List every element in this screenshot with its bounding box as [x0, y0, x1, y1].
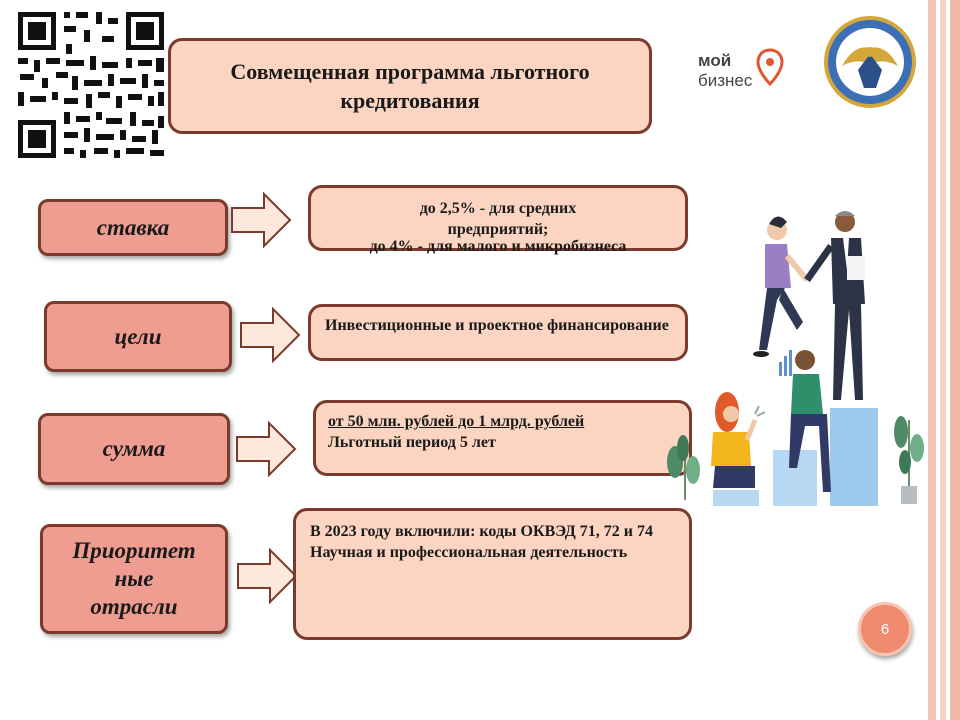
arrow-right-icon [236, 547, 298, 609]
arrow-right-icon [235, 420, 297, 482]
arrow-right-icon [239, 306, 301, 368]
qr-code-icon [6, 0, 176, 170]
label-line: отрасли [90, 594, 178, 619]
label-priority-sectors: Приоритет ные отрасли [40, 524, 228, 634]
rate-box: до 2,5% - для средних предприятий; до 4%… [308, 185, 688, 255]
grace-period-line: Льготный период 5 лет [328, 434, 496, 451]
goals-box: Инвестиционные и проектное финансировани… [308, 304, 688, 361]
label-line: Приоритет [72, 538, 196, 563]
priority-box: В 2023 году включили: коды ОКВЭД 71, 72 … [293, 508, 692, 640]
page-number: 6 [858, 602, 912, 656]
label-goals: цели [44, 301, 232, 372]
decor-stripe [940, 0, 946, 720]
svg-text:бизнес: бизнес [698, 71, 753, 90]
activity-line: Научная и профессиональная деятельность [310, 544, 628, 561]
moy-biznes-logo: мой бизнес [694, 32, 792, 110]
svg-text:мой: мой [698, 51, 731, 70]
okved-line: В 2023 году включили: коды ОКВЭД 71, 72 … [310, 523, 653, 540]
decor-stripe [950, 0, 960, 720]
slide-title: Совмещенная программа льготного кредитов… [168, 38, 652, 134]
arrow-right-icon [230, 191, 292, 253]
rate-line: до 4% - для малого и микробизнеса [369, 238, 627, 255]
label-line: ные [114, 566, 154, 591]
rate-line: предприятий; [447, 221, 549, 238]
amount-line: от 50 млн. рублей до 1 млрд. рублей [328, 413, 585, 430]
decor-stripe [928, 0, 936, 720]
label-rate: ставка [38, 199, 228, 256]
rate-line: до 2,5% - для средних [419, 200, 577, 217]
amount-box: от 50 млн. рублей до 1 млрд. рублей Льго… [313, 400, 692, 476]
label-amount: сумма [38, 413, 230, 485]
business-handshake-illustration [655, 200, 930, 510]
altai-republic-emblem [824, 14, 916, 110]
